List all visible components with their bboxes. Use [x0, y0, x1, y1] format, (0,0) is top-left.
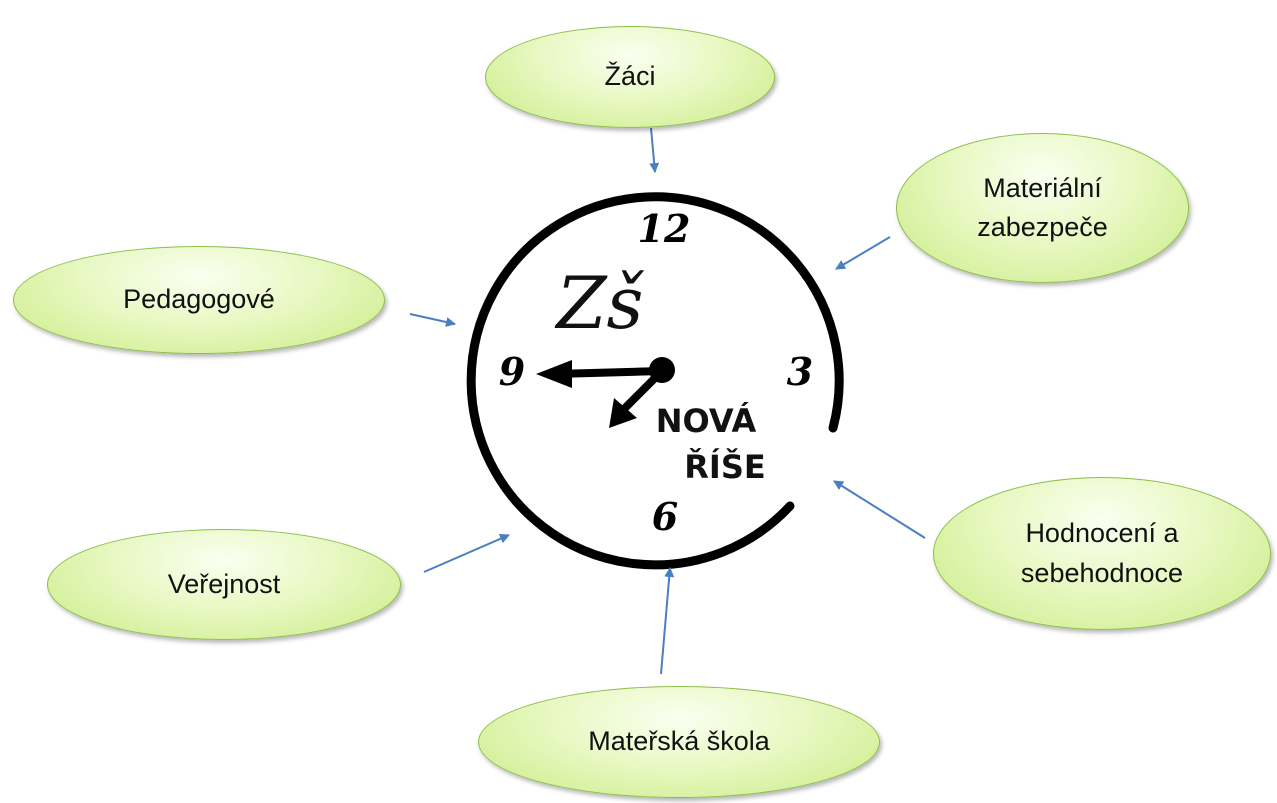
numeral-3: 3: [787, 349, 813, 394]
node-pedagogove-label: Pedagogové: [123, 284, 275, 315]
node-materialni-label: Materiální zabezpeče: [977, 172, 1108, 242]
node-zaci: Žáci: [485, 26, 775, 128]
node-hodnoceni-label: Hodnocení a sebehodnoce: [1020, 518, 1184, 588]
arrow-materska: [660, 567, 675, 675]
node-zaci-label: Žáci: [604, 61, 656, 92]
clock-hands: [536, 357, 675, 428]
numeral-6: 6: [652, 494, 678, 539]
arrow-zaci: [649, 127, 660, 173]
numeral-12: 12: [638, 206, 691, 251]
arrow-verejnost: [423, 534, 510, 573]
node-pedagogove: Pedagogové: [13, 246, 385, 354]
node-materialni-zabezpeceni: Materiální zabezpeče: [896, 133, 1189, 283]
clock-rim: [466, 192, 844, 570]
node-verejnost: Veřejnost: [47, 529, 401, 640]
arrow-materialni: [835, 236, 891, 270]
node-materska-skola: Mateřská škola: [478, 686, 880, 798]
logo-name-line2: ŘÍŠE: [684, 447, 765, 486]
node-verejnost-label: Veřejnost: [167, 568, 281, 599]
numeral-9: 9: [499, 349, 525, 394]
logo-name-line1: NOVÁ: [656, 402, 757, 440]
logo-monogram: Zš: [555, 261, 645, 345]
arrow-pedagogove: [409, 313, 456, 327]
node-materska-label: Mateřská škola: [588, 726, 770, 757]
school-logo: 12 3 6 9 Zš NOVÁ ŘÍŠE: [466, 192, 844, 570]
connector-arrows: [409, 127, 926, 675]
node-hodnoceni: Hodnocení a sebehodnoce: [933, 477, 1271, 630]
arrow-hodnoceni: [833, 480, 926, 539]
